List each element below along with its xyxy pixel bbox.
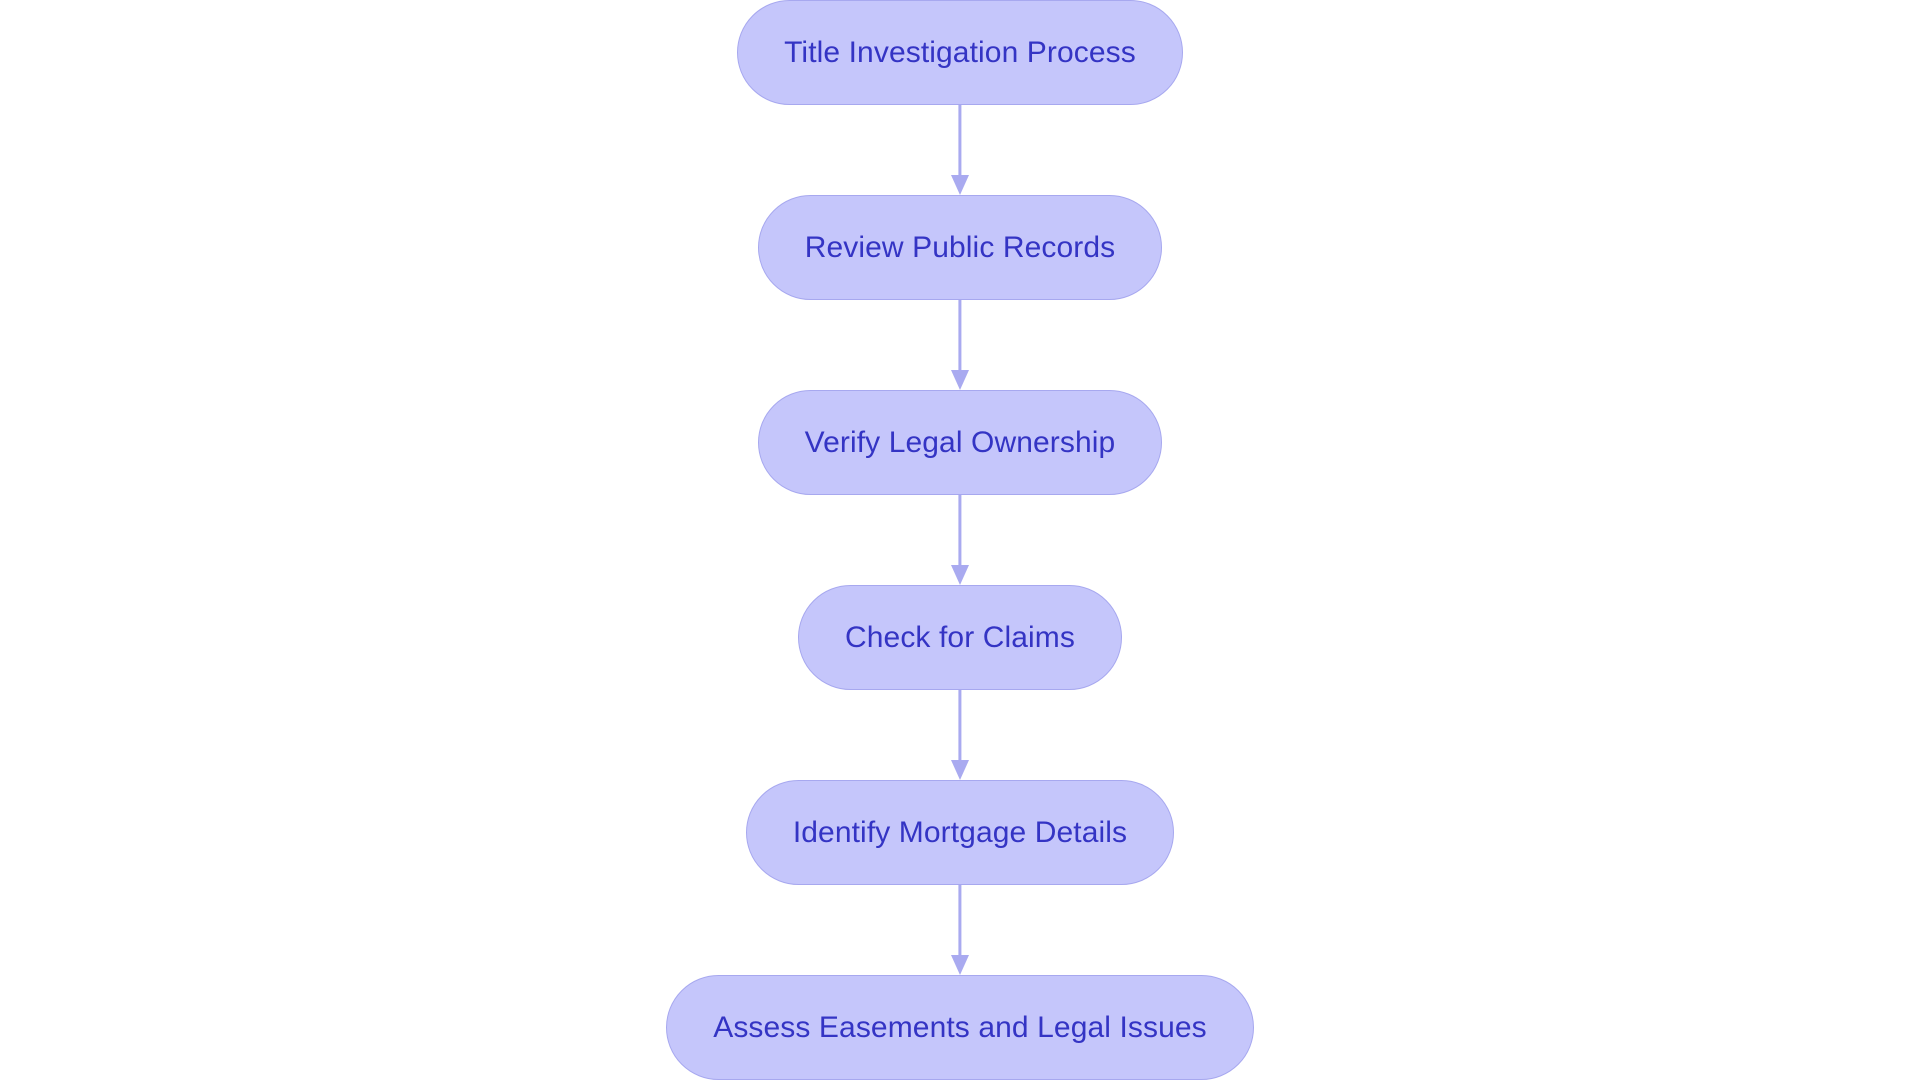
flowchart-arrow-connector-2 xyxy=(940,300,980,390)
flowchart-node-title-investigation-process[interactable]: Title Investigation Process xyxy=(737,0,1183,105)
flowchart-node-identify-mortgage-details[interactable]: Identify Mortgage Details xyxy=(745,780,1175,885)
flowchart-arrow-connector-3 xyxy=(940,495,980,585)
flowchart-node-assess-easements-and-legal-issues[interactable]: Assess Easements and Legal Issues xyxy=(666,975,1254,1080)
flowchart-node-label: Identify Mortgage Details xyxy=(792,815,1128,849)
arrow-stem xyxy=(958,105,962,177)
flowchart-arrow-connector-1 xyxy=(940,105,980,195)
flowchart-node-label: Verify Legal Ownership xyxy=(804,425,1116,459)
flowchart-node-label: Assess Easements and Legal Issues xyxy=(713,1010,1207,1044)
arrow-down-icon xyxy=(951,760,969,780)
arrow-down-icon xyxy=(951,955,969,975)
arrow-stem xyxy=(958,300,962,372)
flowchart-node-label: Check for Claims xyxy=(845,620,1075,654)
arrow-stem xyxy=(958,690,962,762)
arrow-down-icon xyxy=(951,175,969,195)
arrow-stem xyxy=(958,885,962,957)
arrow-down-icon xyxy=(951,565,969,585)
flowchart-node-label: Title Investigation Process xyxy=(784,35,1136,69)
arrow-down-icon xyxy=(951,370,969,390)
flowchart-node-label: Review Public Records xyxy=(804,230,1116,264)
flowchart-arrow-connector-4 xyxy=(940,690,980,780)
flowchart-arrow-connector-5 xyxy=(940,885,980,975)
flowchart-node-review-public-records[interactable]: Review Public Records xyxy=(757,195,1163,300)
arrow-stem xyxy=(958,495,962,567)
flowchart-node-verify-legal-ownership[interactable]: Verify Legal Ownership xyxy=(757,390,1163,495)
flowchart-node-check-for-claims[interactable]: Check for Claims xyxy=(798,585,1122,690)
